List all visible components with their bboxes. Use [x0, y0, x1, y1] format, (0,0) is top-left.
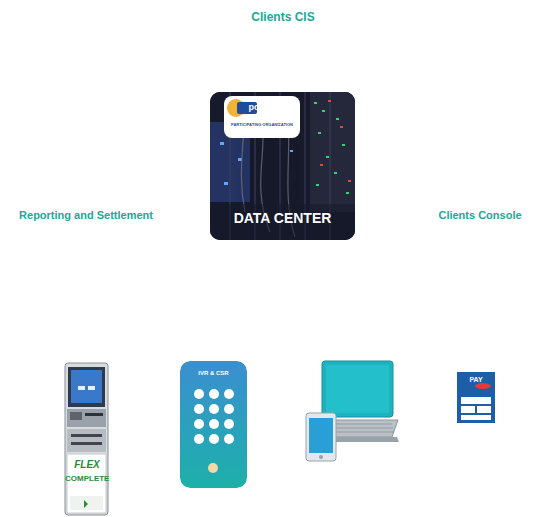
- kiosk-illustration: [65, 363, 108, 515]
- text-label: PARTICIPATING ORGANIZATION: [224, 123, 300, 128]
- keypad-art: [180, 361, 247, 488]
- text-label: PAY: [458, 376, 494, 384]
- text-label: COMPLETE: [65, 474, 109, 483]
- phone-illustration: [306, 413, 336, 461]
- text-label: Reporting and Settlement: [8, 209, 164, 222]
- text-label: Clients CIS: [230, 11, 336, 25]
- ivr-phone-box: IVR & CSR: [180, 361, 247, 488]
- node-title: IVR & CSR: [180, 370, 247, 376]
- text-label: pci: [241, 102, 269, 112]
- text-label: FLEX: [66, 459, 108, 471]
- data-center-box: DATA CENTER: [210, 92, 355, 240]
- node-title: DATA CENTER: [210, 210, 355, 226]
- pay-icon: [457, 372, 495, 423]
- text-label: Clients Console: [428, 209, 532, 222]
